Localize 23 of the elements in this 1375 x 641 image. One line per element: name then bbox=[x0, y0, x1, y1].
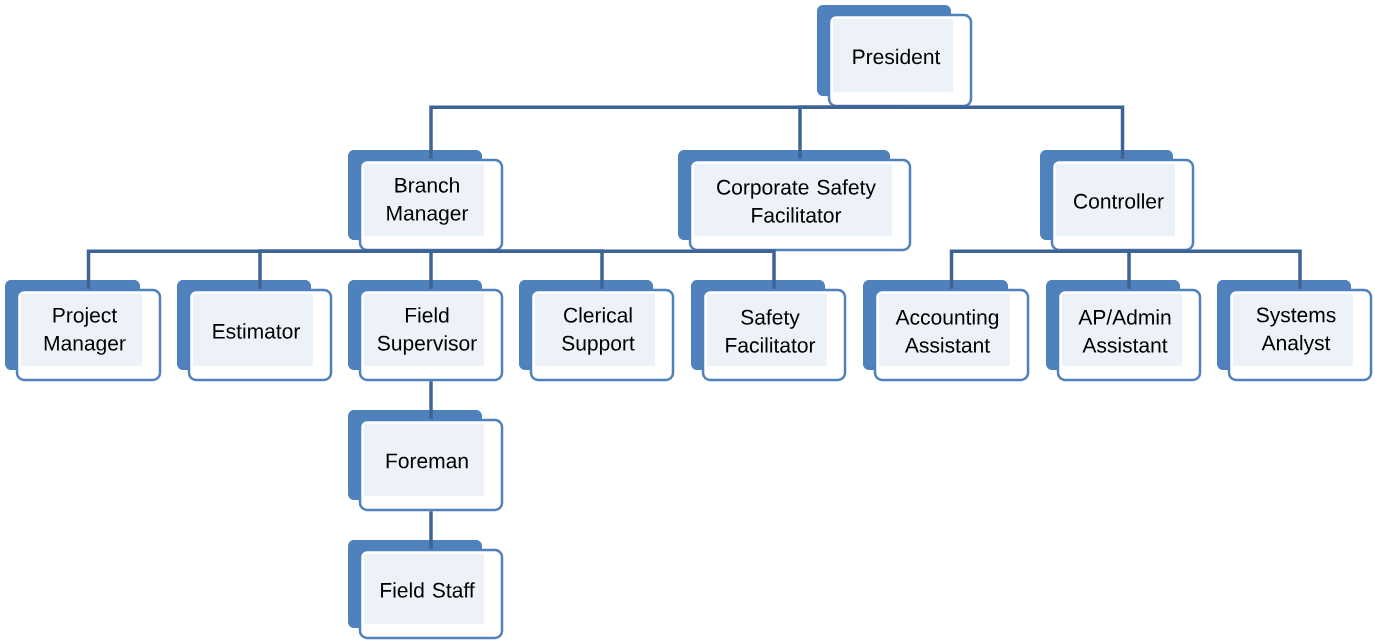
org-box: Accounting Assistant bbox=[863, 280, 1030, 382]
connector-line bbox=[900, 105, 1125, 159]
org-box: Branch Manager bbox=[348, 150, 504, 252]
org-box: Corporate Safety Facilitator bbox=[678, 150, 912, 252]
org-box: Systems Analyst bbox=[1217, 280, 1373, 382]
connector-line bbox=[429, 381, 433, 419]
org-box: Estimator bbox=[177, 280, 333, 382]
connector-line bbox=[429, 511, 433, 549]
connector-line bbox=[258, 249, 431, 289]
org-box: AP/Admin Assistant bbox=[1046, 280, 1202, 382]
org-box: Project Manager bbox=[5, 280, 162, 382]
connector-line bbox=[1122, 249, 1302, 289]
connector-line bbox=[798, 105, 900, 159]
org-box: Field Supervisor bbox=[348, 280, 504, 382]
connector-line bbox=[431, 249, 776, 289]
org-box: Foreman bbox=[348, 410, 504, 512]
connector-line bbox=[429, 251, 433, 289]
connector-line bbox=[949, 249, 1123, 289]
org-box: Clerical Support bbox=[519, 280, 675, 382]
org-box: Safety Facilitator bbox=[691, 280, 847, 382]
org-box: Controller bbox=[1040, 150, 1195, 252]
org-box: President bbox=[817, 5, 973, 108]
org-box: Field Staff bbox=[348, 540, 504, 640]
